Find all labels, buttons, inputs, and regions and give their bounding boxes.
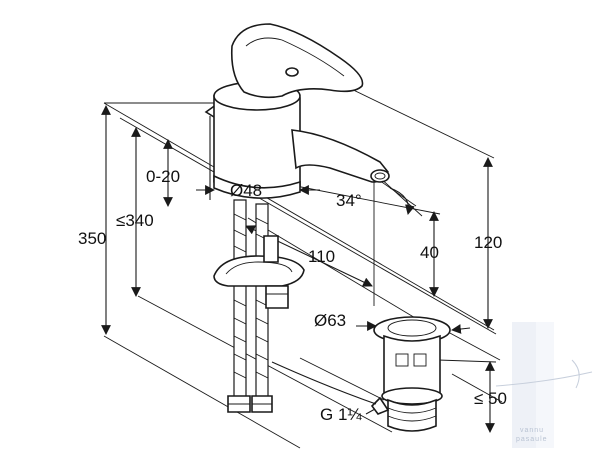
mounting-bracket [213,235,305,309]
dim-arrow-63-right [451,324,471,334]
label-40: 40 [420,243,439,262]
lever-handle [230,23,364,99]
extension-lines [103,39,503,449]
label-0-20: 0-20 [146,167,180,186]
bracket-ring [213,255,305,287]
watermark-line2: pasaule [516,436,548,443]
bracket-nut [265,285,289,309]
label-350: 350 [78,229,106,248]
hose-left [233,199,247,399]
label-le50: ≤ 50 [474,389,507,408]
watermark-line1: vannu [520,427,544,434]
base-ring [213,174,301,199]
linkage-rod [271,361,377,405]
label-110: 110 [308,247,335,266]
label-34deg: 34° [336,191,362,210]
drain-thread [387,398,437,432]
dimension-labels: 350 ≤340 0-20 Ø48 34° 110 40 120 Ø63 ≤ 5… [78,167,507,424]
drain-assembly [370,316,451,432]
bracket-stud [263,235,279,263]
label-120: 120 [474,233,502,252]
watermark-logo: vannu pasaule [495,322,593,448]
label-le340: ≤340 [116,211,154,230]
aerator [370,169,390,183]
dimension-lines [101,105,495,433]
label-dia48: Ø48 [230,181,262,200]
faucet [204,23,390,199]
label-dia63: Ø63 [314,311,346,330]
label-g-thread: G 1¼ [320,405,362,424]
